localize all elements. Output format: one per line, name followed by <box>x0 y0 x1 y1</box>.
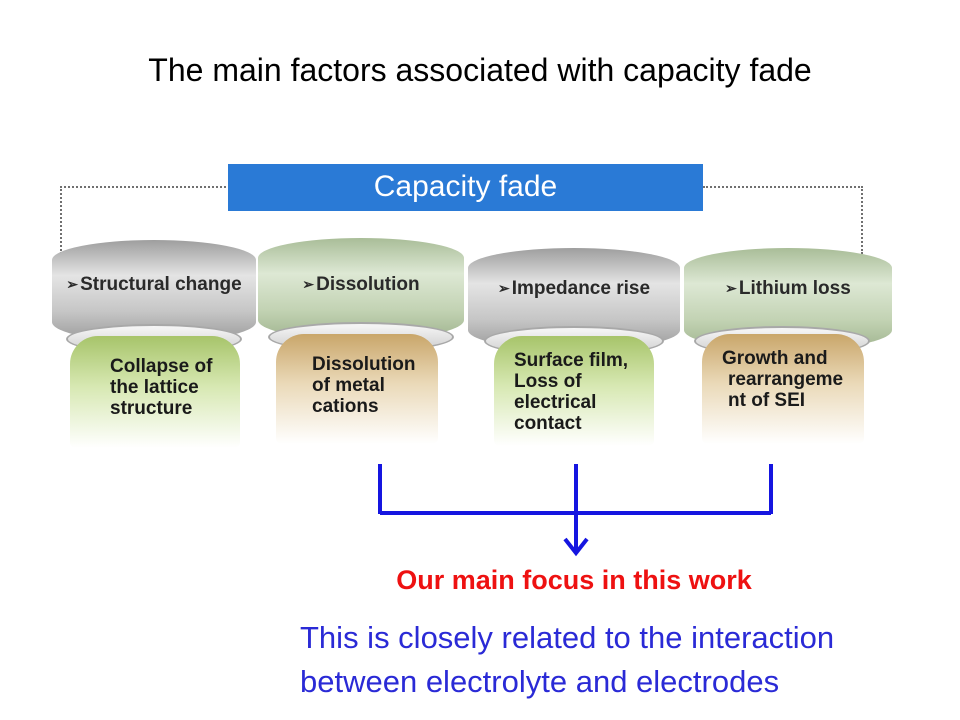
factor-detail: Collapse of the lattice structure <box>70 336 240 448</box>
detail-line: structure <box>110 398 193 419</box>
factor-detail: Surface film, Loss of electrical contact <box>494 336 654 446</box>
factor-detail: Growth and rearrangeme nt of SEI <box>702 334 864 444</box>
detail-line: cations <box>312 396 379 417</box>
factor-label: Dissolution <box>316 274 420 295</box>
detail-line: contact <box>514 413 582 434</box>
detail-line: Surface film, <box>514 350 629 371</box>
down-arrow-icon <box>563 537 589 557</box>
relation-text-line: between electrolyte and electrodes <box>300 664 780 699</box>
factor-label: Impedance rise <box>511 278 651 299</box>
detail-line: Growth and <box>722 348 828 369</box>
capacity-fade-box: Capacity fade <box>228 164 703 211</box>
detail-line: Loss of <box>514 371 582 392</box>
detail-line: nt of SEI <box>728 390 806 411</box>
detail-line: the lattice <box>110 377 199 398</box>
arrow-bullet-icon: ➢ <box>302 276 315 292</box>
detail-line: electrical <box>514 392 597 413</box>
slide-title: The main factors associated with capacit… <box>148 52 812 88</box>
factor-label: Lithium loss <box>738 278 851 299</box>
arrow-bullet-icon: ➢ <box>66 276 79 292</box>
main-focus-label: Our main focus in this work <box>396 565 752 595</box>
left-dotted-connector <box>60 186 230 254</box>
right-dotted-connector <box>703 186 863 254</box>
detail-line: Collapse of <box>110 356 213 377</box>
detail-line: of metal <box>312 375 385 396</box>
factor-detail: Dissolution of metal cations <box>276 334 438 444</box>
detail-line: Dissolution <box>312 354 416 375</box>
relation-text-line: This is closely related to the interacti… <box>300 620 835 655</box>
detail-line: rearrangeme <box>728 369 844 390</box>
factor-label: Structural change <box>80 274 242 295</box>
arrow-bullet-icon: ➢ <box>497 280 510 296</box>
arrow-bullet-icon: ➢ <box>725 280 737 296</box>
